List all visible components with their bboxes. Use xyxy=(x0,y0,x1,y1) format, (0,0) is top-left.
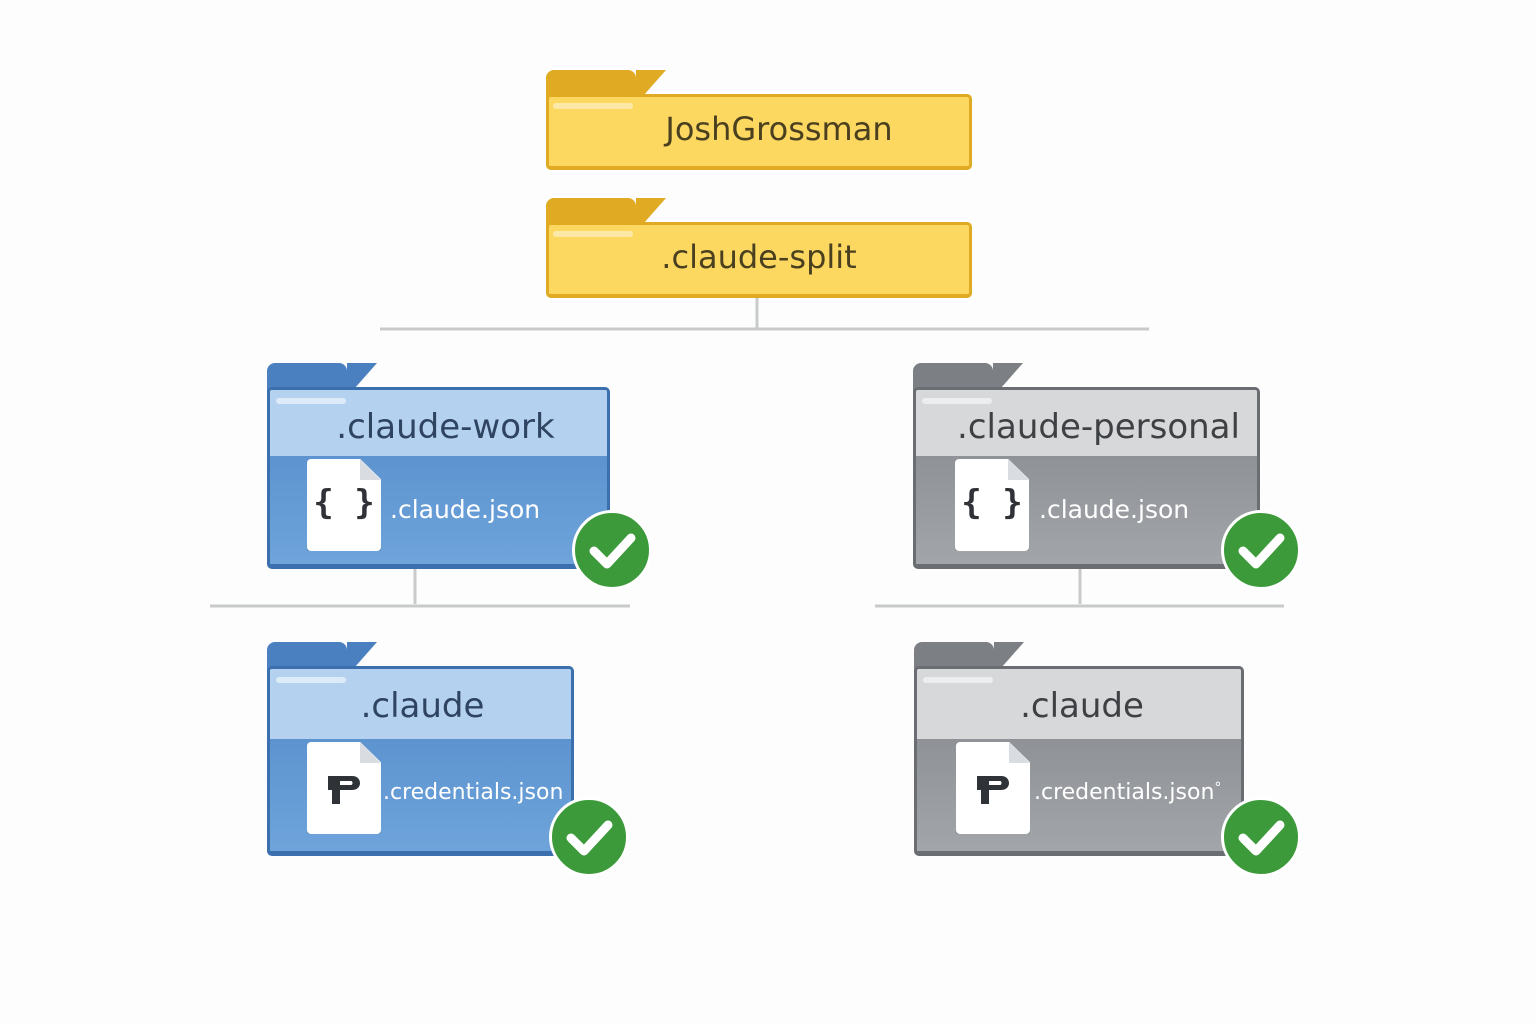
check-icon xyxy=(549,797,629,877)
json-file-icon: { } xyxy=(955,459,1029,551)
folder-claude-split[interactable]: .claude-split xyxy=(546,198,972,298)
filename-suffix: ° xyxy=(1214,780,1222,796)
claude-json-filename: .claude.json xyxy=(1039,495,1190,524)
folder-claude-personal[interactable]: .claude-personal { } .claude.json xyxy=(913,363,1260,569)
credentials-json-filename-text: .credentials.json xyxy=(1034,780,1215,805)
folder-claude-split-label: .claude-split xyxy=(661,238,857,276)
json-braces-icon: { } xyxy=(961,483,1023,523)
key-icon xyxy=(977,776,1009,804)
folder-root[interactable]: JoshGrossman xyxy=(546,70,972,170)
folder-claude-work-label: .claude-work xyxy=(336,407,555,447)
json-braces-icon: { } xyxy=(313,483,375,523)
credentials-json-filename: .credentials.json xyxy=(383,780,564,805)
key-icon xyxy=(328,776,360,804)
folder-body xyxy=(546,94,972,170)
check-icon xyxy=(572,510,652,590)
claude-json-filename: .claude.json xyxy=(390,495,541,524)
credentials-file-icon xyxy=(307,742,381,834)
folder-personal-claude-label: .claude xyxy=(1020,686,1144,726)
folder-work-claude-label: .claude xyxy=(360,686,485,726)
folder-claude-personal-label: .claude-personal xyxy=(957,407,1240,447)
folder-claude-work[interactable]: .claude-work { } .claude.json xyxy=(267,363,610,569)
folder-work-claude[interactable]: .claude .credentials.json xyxy=(267,642,574,856)
check-icon xyxy=(1221,797,1301,877)
credentials-file-icon xyxy=(956,742,1030,834)
folder-root-label: JoshGrossman xyxy=(665,110,893,148)
folder-body xyxy=(546,222,972,298)
json-file-icon: { } xyxy=(307,459,381,551)
credentials-json-filename: .credentials.json° xyxy=(1034,780,1221,805)
folder-personal-claude[interactable]: .claude .credentials.json° xyxy=(914,642,1244,856)
check-icon xyxy=(1221,510,1301,590)
